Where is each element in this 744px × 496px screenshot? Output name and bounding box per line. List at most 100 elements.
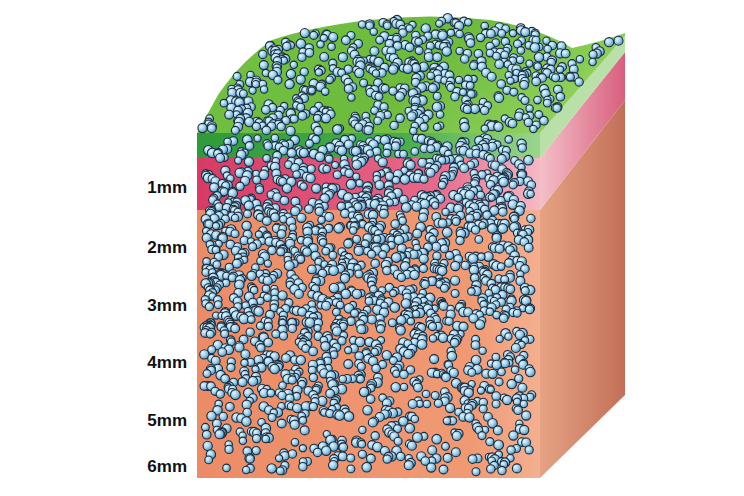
particle	[534, 53, 543, 62]
particle	[278, 291, 287, 300]
particle	[499, 208, 508, 217]
particle	[456, 236, 464, 244]
particle	[318, 216, 325, 223]
particle	[298, 53, 306, 61]
particle	[247, 271, 256, 280]
particle	[495, 378, 503, 386]
particle	[566, 73, 574, 81]
particle	[323, 165, 331, 173]
particle	[313, 114, 321, 122]
particle	[290, 61, 297, 68]
particle	[561, 49, 570, 58]
particle	[442, 227, 452, 237]
particle	[322, 114, 331, 123]
particle	[263, 276, 272, 285]
particle	[438, 266, 447, 275]
particle	[315, 152, 325, 162]
particle	[468, 288, 476, 296]
particle	[282, 184, 291, 193]
particle	[492, 392, 501, 401]
particle	[475, 320, 485, 330]
particle	[321, 88, 329, 96]
particle	[325, 213, 334, 222]
particle	[505, 136, 513, 144]
particle	[442, 47, 451, 56]
particle	[321, 342, 330, 351]
particle	[468, 369, 476, 377]
particle	[419, 254, 428, 263]
particle	[296, 355, 305, 364]
particle	[227, 363, 235, 371]
particle	[534, 96, 542, 104]
particle	[445, 317, 453, 325]
particle	[487, 29, 496, 38]
particle	[432, 202, 439, 209]
particle	[422, 390, 430, 398]
particle	[424, 53, 433, 62]
particle	[505, 259, 514, 268]
particle	[390, 121, 398, 129]
particle	[307, 86, 316, 95]
particle	[468, 254, 478, 264]
particle	[355, 270, 363, 278]
particle	[395, 92, 404, 101]
particle	[498, 368, 506, 376]
particle	[442, 208, 449, 215]
particle	[231, 126, 239, 134]
particle	[371, 259, 380, 268]
particle	[322, 247, 330, 255]
particle	[420, 123, 428, 131]
particle	[470, 62, 478, 70]
particle	[552, 74, 560, 82]
particle	[401, 203, 411, 213]
particle	[357, 375, 365, 383]
particle	[248, 376, 258, 386]
particle	[451, 215, 461, 225]
particle	[300, 183, 307, 190]
dermis-front	[197, 210, 540, 478]
particle	[494, 122, 503, 131]
particle	[495, 93, 504, 102]
particle	[214, 301, 222, 309]
particle	[485, 385, 493, 393]
particle	[264, 294, 272, 302]
particle	[352, 289, 362, 299]
particle	[320, 53, 329, 62]
particle	[451, 276, 460, 285]
particle	[329, 251, 337, 259]
particle	[358, 21, 365, 28]
particle	[249, 87, 256, 94]
particle	[297, 213, 306, 222]
particle	[372, 70, 379, 77]
particle	[245, 142, 254, 151]
particle	[411, 148, 419, 156]
particle	[293, 171, 301, 179]
particle	[267, 389, 275, 397]
particle	[285, 79, 294, 88]
particle	[419, 264, 427, 272]
particle	[244, 210, 252, 218]
particle	[455, 76, 462, 83]
particle-cloud	[198, 14, 623, 476]
particle	[433, 53, 442, 62]
particle	[513, 309, 521, 317]
particle	[307, 165, 315, 173]
particle	[527, 190, 534, 197]
particle	[231, 390, 241, 400]
particle	[532, 77, 541, 86]
particle	[488, 194, 495, 201]
particle	[556, 92, 565, 101]
epidermis-front	[197, 158, 540, 210]
particle	[203, 370, 211, 378]
particle	[479, 347, 486, 354]
particle	[305, 205, 314, 214]
particle	[344, 84, 353, 93]
particle	[375, 181, 384, 190]
particle	[487, 386, 494, 393]
particle	[329, 33, 338, 42]
particle	[333, 171, 341, 179]
particle	[461, 55, 469, 63]
particle	[339, 375, 347, 383]
particle	[357, 325, 366, 334]
